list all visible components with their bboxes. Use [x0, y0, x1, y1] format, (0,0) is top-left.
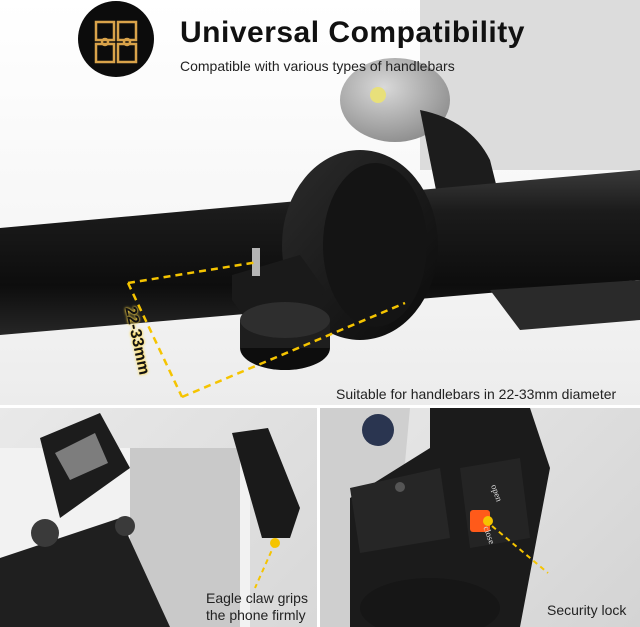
clamp-ring-inner [323, 163, 427, 327]
side-claw [232, 428, 300, 538]
eagle-claw-caption-line1: Eagle claw grips [206, 590, 308, 606]
knurled-knob [240, 302, 330, 370]
threaded-screw [252, 248, 260, 276]
page-title: Universal Compatibility [180, 16, 525, 49]
top-product-panel: Universal Compatibility Compatible with … [0, 0, 640, 405]
eagle-claw-caption: Eagle claw grips the phone firmly [206, 590, 308, 624]
diameter-caption: Suitable for handlebars in 22-33mm diame… [336, 386, 617, 402]
page-subtitle: Compatible with various types of handleb… [180, 58, 455, 74]
mount-screw [31, 519, 59, 547]
lock-base-knob [360, 578, 500, 627]
puzzle-icon [78, 1, 154, 77]
background-knob-light [370, 87, 386, 103]
lock-screw [395, 482, 405, 492]
handlebar-mount-illustration [0, 0, 640, 399]
security-lock-illustration [320, 408, 550, 627]
mount-screw-2 [115, 516, 135, 536]
eagle-claw-panel: Eagle claw grips the phone firmly [0, 408, 317, 627]
security-lock-caption: Security lock [547, 602, 627, 618]
lock-indicator [470, 510, 490, 532]
eagle-claw-caption-line2: the phone firmly [206, 607, 306, 623]
eagle-claw-illustration [0, 413, 300, 627]
security-lock-panel: open close Security lock [320, 408, 640, 627]
claw-pointer-line [254, 542, 276, 589]
lock-plate [350, 468, 450, 553]
top-claw-lens [55, 433, 108, 480]
lock-indicator-dot [483, 516, 493, 526]
camera-lens [362, 414, 394, 446]
clamp-lower-part [490, 280, 640, 330]
dimension-lines [126, 260, 406, 399]
lock-pointer-line [491, 525, 549, 574]
